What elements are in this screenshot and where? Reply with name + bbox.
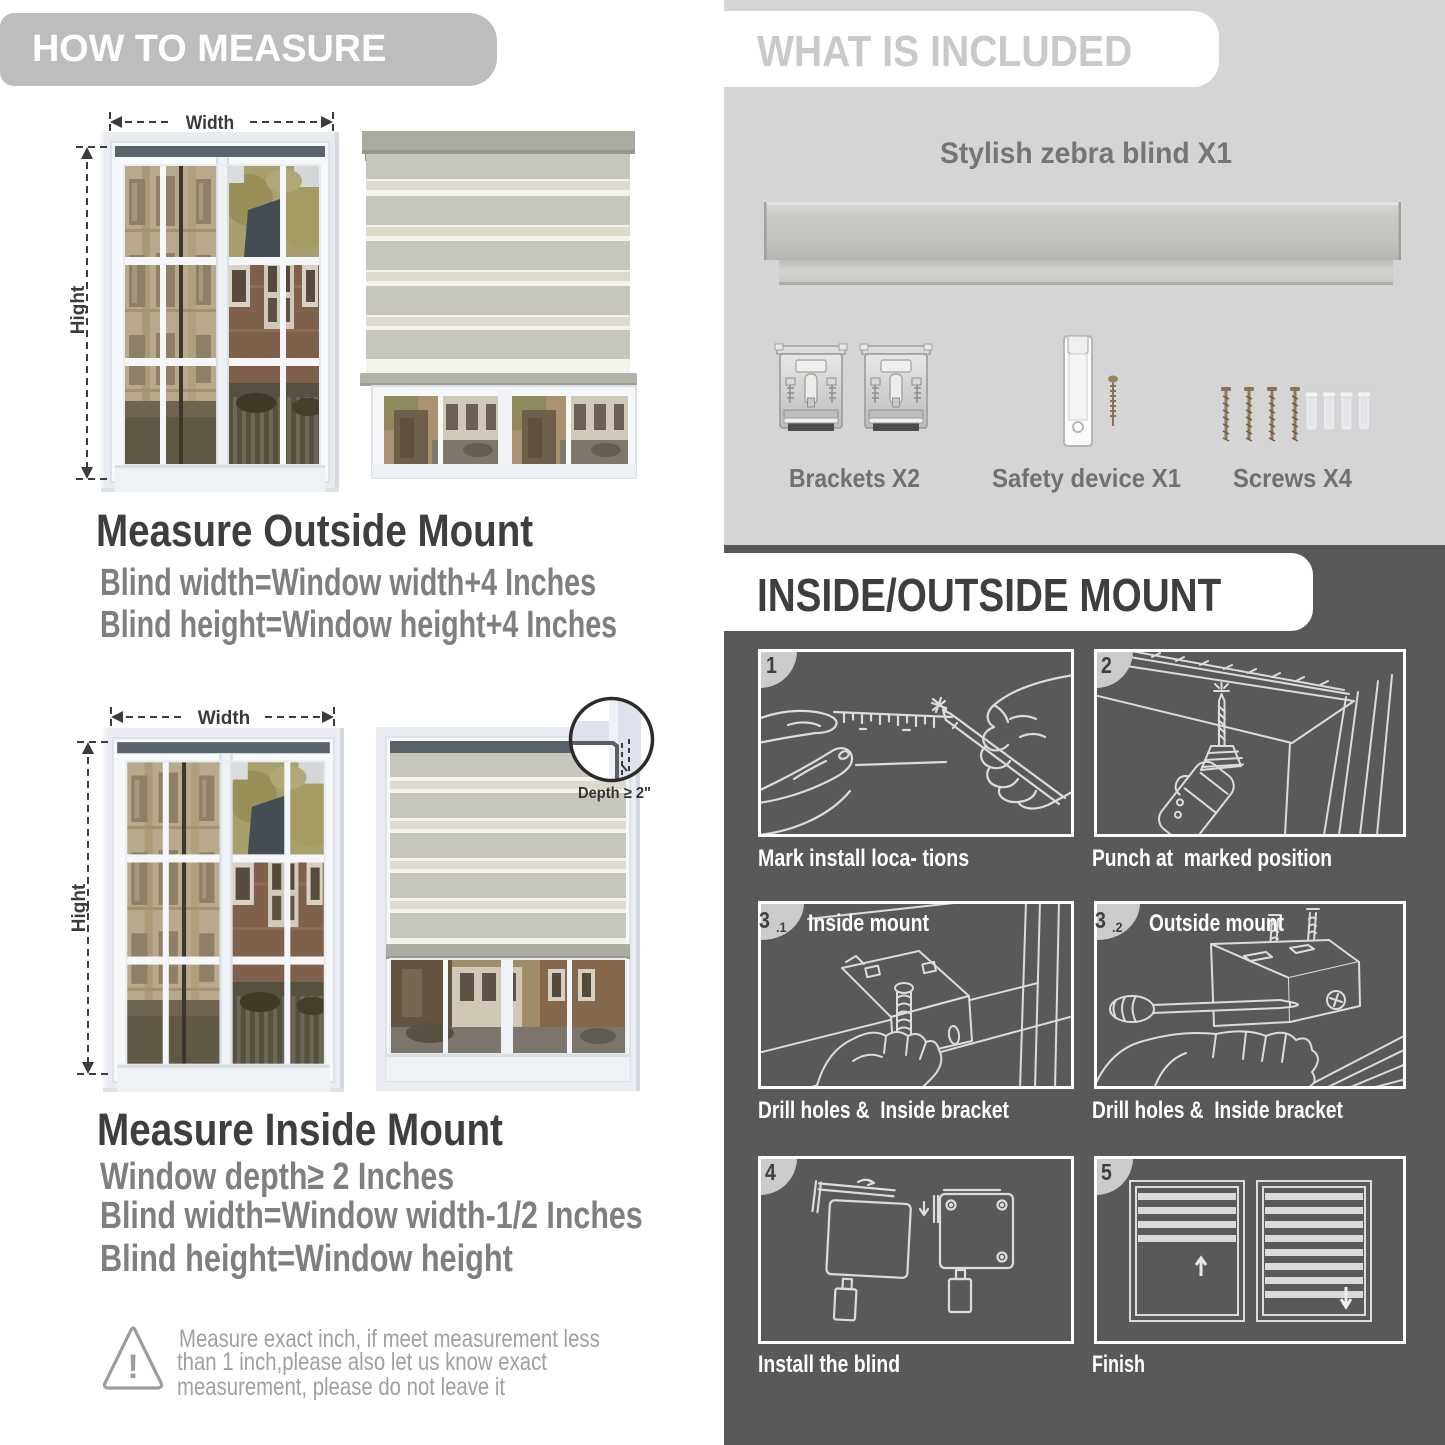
svg-text:Hight: Hight [69,883,90,932]
svg-text:Width: Width [198,708,251,729]
svg-text:Width: Width [186,111,234,133]
svg-text:!: ! [127,1348,138,1386]
svg-text:Hight: Hight [68,285,89,334]
